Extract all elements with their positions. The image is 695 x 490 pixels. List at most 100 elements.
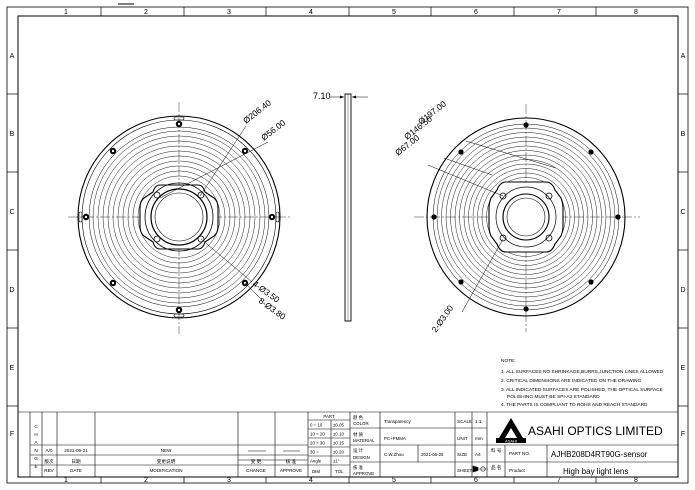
lens-ring [92,130,266,304]
row-label-c: C [9,209,14,216]
col-label-bottom-1: 1 [64,477,68,484]
tol-label: TOL [335,469,344,474]
dim-back-hole: 2-Ø3.00 [429,303,455,334]
column-ticks [7,7,688,483]
note-line-3: 3. ALL INDICATED SURFACES ARE POLISHED, … [501,387,663,393]
lens-ring [441,132,611,302]
lens-ring [445,136,607,298]
row-label-right-e: E [681,365,686,372]
product-cn: 品 名 [491,464,501,471]
lens-ring [132,170,226,264]
row-label-e: E [10,365,15,372]
dim-front-inner-dia: Ø56.00 [259,117,287,142]
approve-label: APPROVE [353,471,374,476]
note-line-1: 1. ALL SURFACES NO SHRINKAGE,BURRS,JUNCT… [501,369,664,375]
header-approve: APPROVE [280,468,302,473]
header-approve-cn: 核 准 [286,458,297,465]
notes-block: NOTE: 1. ALL SURFACES NO SHRINKAGE,BURRS… [501,358,664,408]
tol-dim-1: 0 ~ 10 [310,423,323,428]
col-label-6: 6 [474,9,478,16]
col-label-bottom-8: 8 [634,477,638,484]
note-line-4: POLISHING MUST BE SPI-A3 STANDARD [507,394,600,400]
company-logo: ASAHI [496,418,526,443]
header-rev-cn: 版次 [44,458,54,465]
lens-ring [468,159,584,275]
product-label: Product [509,468,526,473]
lens-ring [459,150,593,284]
note-line-5: 4. THE PARTS IS COMPLIANT TO ROHS AND RE… [501,402,648,408]
color-cn: 颜 色 [353,414,364,421]
lens-ring [481,172,571,262]
lens-ring [472,163,580,271]
dim-thickness: 7.10 [313,91,331,101]
scale-value: 1:1 [475,419,482,424]
row-label-right-c: C [680,209,685,216]
tol-value-4: ±0.20 [333,450,345,455]
col-label-bottom-7: 7 [557,477,561,484]
front-view [68,102,290,334]
projection-symbol-icon [472,465,488,473]
change-letter-h: H [34,432,37,437]
change-letter-e: E [34,464,37,469]
col-label-bottom-3: 3 [227,477,231,484]
dim-front-outer-dia: Ø206.40 [241,97,273,125]
row-label-right-a: A [681,53,686,60]
size-value: A4 [475,452,481,457]
row-label-f: F [10,431,14,438]
outer-frame [6,6,689,484]
color-value: Transparency [384,419,411,424]
tol-dim-3: 20 ~ 30 [310,441,325,446]
header-rev: REV [44,468,54,473]
col-label-bottom-5: 5 [392,477,396,484]
tol-dim-4: 30 ~ [310,450,319,455]
notes-title: NOTE: [501,358,516,364]
col-label-4: 4 [309,9,313,16]
rev-modification-value: NEW [161,448,172,453]
rev-date-value: 2021-05-21 [64,448,88,453]
inner-frame [17,15,679,478]
tol-dim-5: Angle [310,459,322,464]
design-cn: 设 计 [353,447,364,454]
lens-ring [477,168,575,266]
lens-ring [107,145,251,289]
row-label-d: D [9,287,14,294]
col-label-8: 8 [634,9,638,16]
col-label-bottom-6: 6 [474,477,478,484]
header-change-cn: 变 更 [251,458,262,465]
design-date: 2021-05-26 [421,452,444,457]
row-label-right-d: D [680,287,685,294]
row-label-a: A [10,53,15,60]
note-line-2: 2. CRITICAL DIMENSIONS ARE INDICATED ON … [501,378,641,384]
tol-value-1: ±0.05 [333,423,345,428]
row-label-right-f: F [681,431,685,438]
product-value: High bay light lens [563,467,628,476]
col-label-bottom-4: 4 [309,477,313,484]
side-view [330,93,368,322]
col-label-2: 2 [144,9,148,16]
material-cn: 材 质 [353,431,364,438]
tol-value-2: ±0.10 [333,432,345,437]
color-label: COLOR [353,421,369,426]
lens-ring [112,150,246,284]
col-label-3: 3 [227,9,231,16]
part-label: PART [323,414,335,419]
design-value: C.W.Zhou [384,452,404,457]
change-letter-a: A [34,440,38,445]
tol-value-5: ±1° [333,459,340,464]
lens-ring [117,155,241,279]
company-name: ASAHI OPTICS LIMITED [528,424,663,438]
lens-ring [127,165,231,269]
size-label: SIZE [457,452,467,457]
lens-ring [463,154,589,280]
partno-cn: 料 号 [491,447,502,454]
scale-label: SCALE [457,419,472,424]
col-label-5: 5 [392,9,396,16]
header-change: CHANGE [246,468,266,473]
material-value: PC+PMMA [384,436,406,441]
lens-ring [436,127,616,307]
sheet-label: SHEET [457,468,473,473]
title-block [18,411,678,477]
material-label: MATERIAL [353,438,375,443]
partno-label: PART NO. [509,451,530,456]
